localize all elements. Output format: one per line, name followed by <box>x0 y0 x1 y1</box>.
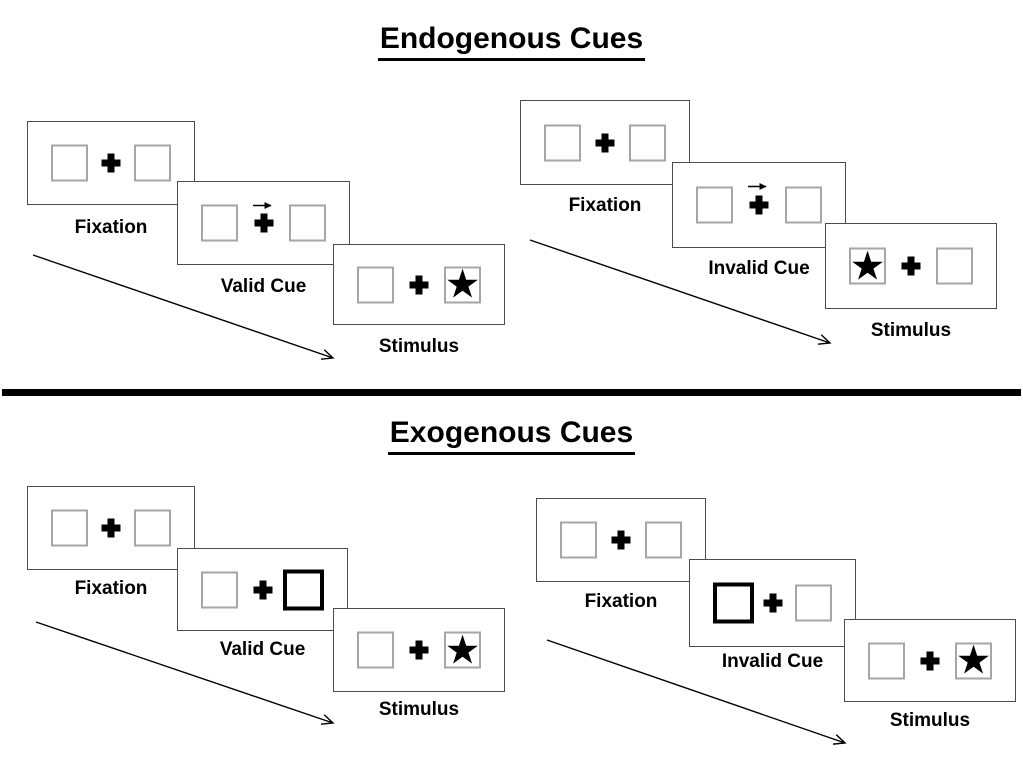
panel-stimulus: ★ <box>844 619 1016 702</box>
left-location-box <box>357 266 394 303</box>
section-title-text: Endogenous Cues <box>377 22 646 61</box>
panel-label: Stimulus <box>378 336 460 357</box>
right-location-box-highlighted <box>283 569 324 610</box>
right-location-box <box>629 124 666 161</box>
right-location-box: ★ <box>955 638 992 683</box>
right-location-box: ★ <box>444 262 481 307</box>
panel-label: Fixation <box>74 217 148 238</box>
right-location-box <box>289 204 326 242</box>
fixation-cross-icon <box>253 580 272 599</box>
fixation-cross-icon <box>409 275 429 294</box>
target-star-icon: ★ <box>444 262 481 307</box>
panel-label: Invalid Cue <box>721 651 824 672</box>
left-location-box <box>51 144 88 182</box>
panel-valid-cue <box>177 181 350 265</box>
panel-fixation <box>536 498 706 582</box>
right-location-box <box>134 509 171 547</box>
trial-sequence-arrow <box>32 254 335 360</box>
target-star-icon: ★ <box>444 628 481 672</box>
fixation-cross-icon <box>763 593 782 613</box>
panel-label: Valid Cue <box>219 639 306 660</box>
fixation-cross-icon <box>920 651 940 670</box>
panel-label: Invalid Cue <box>708 258 810 279</box>
panel-stimulus: ★ <box>333 608 505 692</box>
panel-stimulus: ★ <box>825 223 997 309</box>
section-title-endogenous: Endogenous Cues <box>0 22 1023 61</box>
left-location-box <box>357 631 394 669</box>
right-location-box <box>645 521 682 559</box>
panel-label: Fixation <box>584 591 658 612</box>
panel-stimulus: ★ <box>333 244 505 325</box>
left-location-box <box>544 124 581 161</box>
panel-label: Fixation <box>568 195 642 216</box>
trial-sequence-arrow <box>529 239 832 345</box>
panel-fixation <box>27 486 195 570</box>
panel-label: Stimulus <box>870 320 952 341</box>
trial-sequence-arrow <box>35 621 335 725</box>
section-divider <box>2 389 1021 396</box>
left-location-box: ★ <box>849 244 886 288</box>
fixation-cross-icon <box>595 133 615 152</box>
target-star-icon: ★ <box>849 244 886 288</box>
left-location-box-highlighted <box>713 582 754 624</box>
panel-fixation <box>520 100 690 185</box>
fixation-cross-icon <box>101 153 121 173</box>
panel-invalid-cue <box>672 162 846 248</box>
left-location-box <box>560 521 597 559</box>
section-title-exogenous: Exogenous Cues <box>0 416 1023 455</box>
cue-arrow-icon <box>252 202 272 209</box>
left-location-box <box>201 571 238 608</box>
fixation-cross-icon <box>409 640 429 660</box>
right-location-box: ★ <box>444 628 481 672</box>
cue-arrow-icon <box>748 183 767 190</box>
fixation-cross-icon <box>611 530 631 550</box>
right-location-box <box>785 186 822 224</box>
section-title-text: Exogenous Cues <box>387 416 636 455</box>
right-location-box <box>134 144 171 182</box>
fixation-cross-icon <box>254 213 273 233</box>
right-location-box <box>795 584 832 622</box>
left-location-box <box>201 204 238 242</box>
left-location-box <box>51 509 88 547</box>
target-star-icon: ★ <box>955 638 992 683</box>
panel-fixation <box>27 121 195 205</box>
right-location-box <box>936 247 973 285</box>
panel-invalid-cue <box>689 559 856 647</box>
fixation-cross-icon <box>749 195 769 215</box>
left-location-box <box>696 186 733 224</box>
fixation-cross-icon <box>901 256 921 276</box>
left-location-box <box>868 642 905 679</box>
fixation-cross-icon <box>101 518 121 538</box>
panel-valid-cue <box>177 548 348 631</box>
panel-label: Stimulus <box>378 699 460 720</box>
panel-label: Fixation <box>74 578 148 599</box>
panel-label: Stimulus <box>889 710 971 731</box>
panel-label: Valid Cue <box>220 276 307 297</box>
trial-sequence-arrow <box>546 639 847 745</box>
